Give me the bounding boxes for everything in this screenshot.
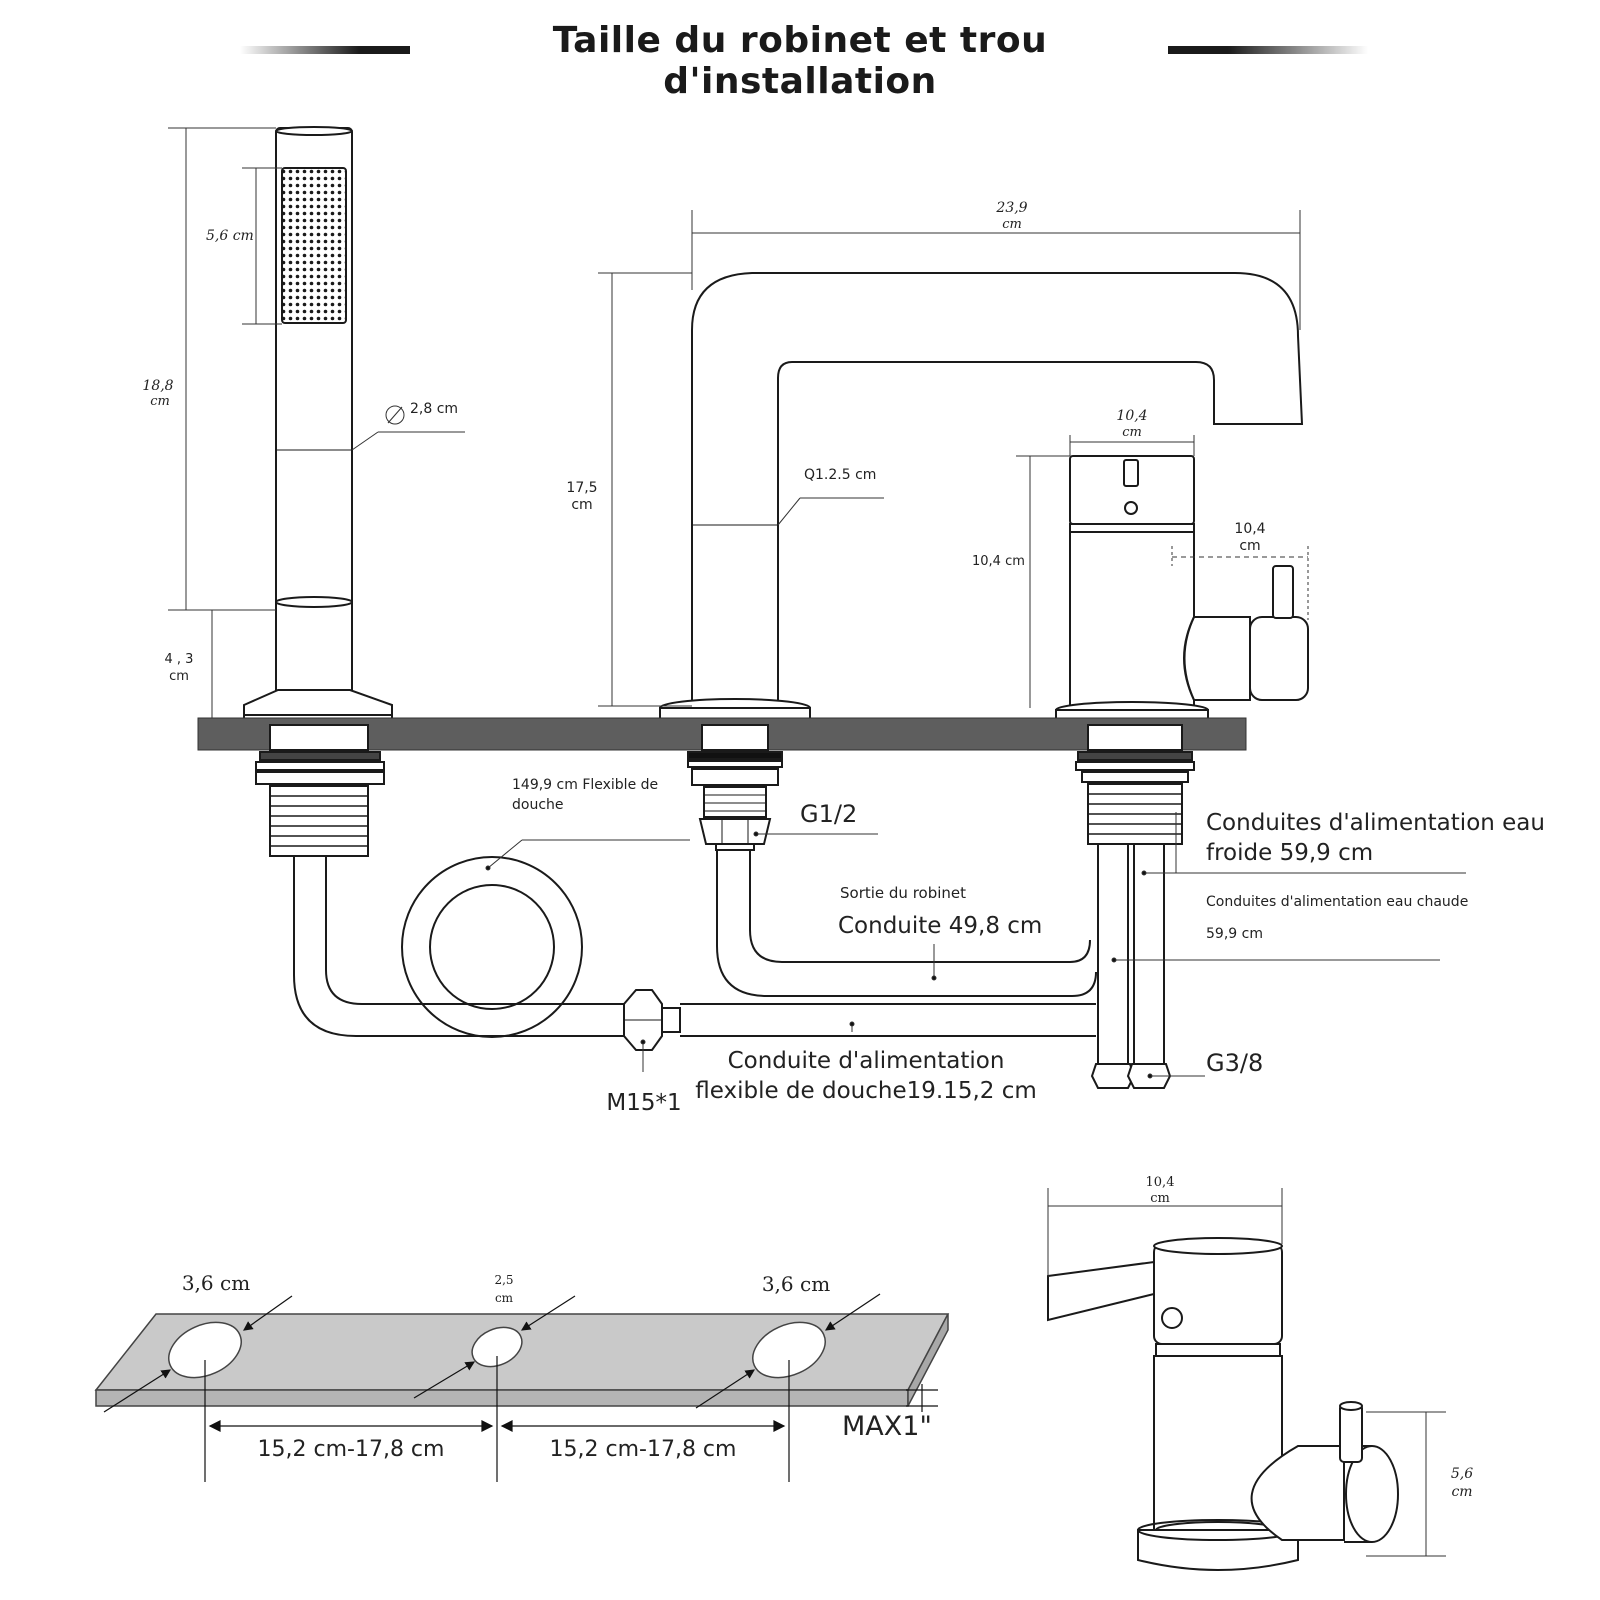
mixer-height-label: 10,4 cm bbox=[972, 554, 1025, 569]
spout-reach-unit: cm bbox=[1002, 217, 1022, 232]
title-banner: Taille du robinet et trou d'installation bbox=[0, 10, 1600, 102]
hand-shower bbox=[243, 126, 393, 726]
shower-dimensions bbox=[168, 127, 465, 718]
shower-supply-label-line1: Conduite d'alimentation bbox=[728, 1048, 1005, 1074]
mixer-lever-reach-unit: cm bbox=[1239, 538, 1260, 554]
shower-head-spray-face bbox=[281, 167, 347, 324]
middle-hole-label: 2,5 bbox=[494, 1273, 513, 1287]
mounting-plate bbox=[94, 1313, 950, 1407]
leader-lines bbox=[485, 812, 1466, 1079]
handle-width-unit: cm bbox=[1150, 1191, 1170, 1206]
hot-supply-label-line1: Conduites d'alimentation eau chaude bbox=[1206, 894, 1468, 910]
mixer-top-width-label: 10,4 bbox=[1116, 408, 1147, 424]
shower-hose-label-line2: douche bbox=[512, 797, 564, 813]
shower-base-height-label: 4 , 3 bbox=[165, 652, 194, 667]
right-hole-label: 3,6 cm bbox=[762, 1272, 830, 1296]
shower-head-length-label: 5,6 cm bbox=[206, 228, 254, 244]
shower-hose-label-line1: 149,9 cm Flexible de bbox=[512, 777, 658, 793]
mixer-dimensions bbox=[1016, 435, 1309, 708]
spout-reach-label: 23,9 bbox=[995, 200, 1027, 216]
spout-height-unit: cm bbox=[571, 497, 592, 513]
shower-shank bbox=[255, 724, 385, 857]
hole-right bbox=[752, 1321, 826, 1379]
page-title: Taille du robinet et trou d'installation bbox=[552, 20, 1048, 102]
spout bbox=[659, 272, 1304, 721]
mixer-lever-reach-label: 10,4 bbox=[1234, 521, 1265, 537]
shower-base-height-unit: cm bbox=[169, 669, 189, 684]
mixer-shank bbox=[1075, 724, 1195, 845]
shower-diameter-label: 2,8 cm bbox=[410, 401, 458, 417]
spout-diameter-label: Q1.2.5 cm bbox=[804, 467, 876, 483]
hot-supply-label-line2: 59,9 cm bbox=[1206, 926, 1263, 942]
m15-label: M15*1 bbox=[606, 1090, 681, 1116]
spout-dimensions bbox=[598, 210, 1301, 707]
handle-detail-dimensions bbox=[1047, 1188, 1446, 1557]
handle-detail bbox=[1047, 1237, 1399, 1571]
spacing-left-label: 15,2 cm-17,8 cm bbox=[258, 1437, 445, 1462]
hole-dimension-lines bbox=[103, 1293, 938, 1482]
knob-height-label: 5,6 bbox=[1451, 1466, 1473, 1482]
outlet-pipe-label: Conduite 49,8 cm bbox=[838, 913, 1042, 939]
spacing-right-label: 15,2 cm-17,8 cm bbox=[550, 1437, 737, 1462]
left-hole-label: 3,6 cm bbox=[182, 1271, 250, 1295]
title-bar-right bbox=[1168, 46, 1368, 54]
shower-supply-label-line2: flexible de douche19.15,2 cm bbox=[695, 1078, 1037, 1104]
cold-supply-label-line2: froide 59,9 cm bbox=[1206, 840, 1373, 866]
cold-supply-label-line1: Conduites d'alimentation eau bbox=[1206, 810, 1545, 836]
hoses bbox=[293, 843, 1172, 1089]
hole-left bbox=[168, 1321, 242, 1379]
handle-width-label: 10,4 bbox=[1146, 1175, 1175, 1190]
middle-hole-unit: cm bbox=[495, 1291, 514, 1305]
mixer-top-width-unit: cm bbox=[1122, 425, 1142, 440]
knob-height-unit: cm bbox=[1451, 1484, 1472, 1500]
shower-height-unit: cm bbox=[150, 394, 170, 409]
hole-middle bbox=[471, 1326, 523, 1368]
mixer-valve bbox=[1055, 455, 1309, 723]
title-bar-left bbox=[240, 46, 410, 54]
spout-shank bbox=[687, 724, 783, 851]
g38-label: G3/8 bbox=[1206, 1049, 1263, 1077]
g12-label: G1/2 bbox=[800, 800, 857, 828]
spout-height-label: 17,5 bbox=[566, 480, 597, 496]
shower-height-label: 18,8 bbox=[142, 378, 173, 394]
max-thickness-label: MAX1" bbox=[842, 1411, 932, 1442]
outlet-label: Sortie du robinet bbox=[840, 884, 966, 902]
